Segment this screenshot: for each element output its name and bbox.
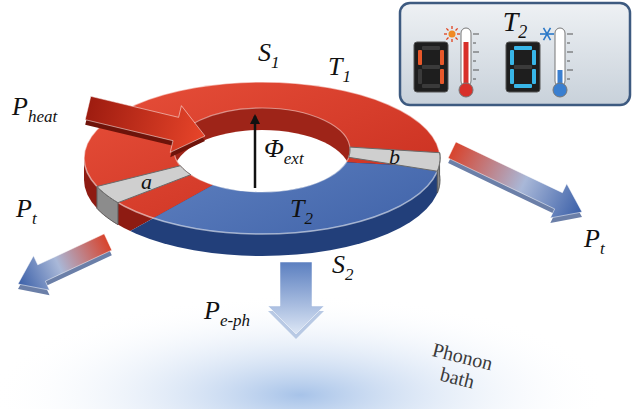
sun-ray [457,33,460,34]
thermometer-tick [567,43,570,44]
symbol-text: Φ [264,134,284,163]
symbol-text: b [389,144,400,169]
subscript: e-ph [220,311,250,330]
superconductor-label: S1 [258,40,280,71]
junction-a-top [97,166,191,203]
subscript: 2 [304,209,313,228]
symbol-text: S [258,38,271,67]
display-segment [422,46,440,50]
symbol-text: T [503,6,519,37]
symbol-text: T [328,52,342,81]
display-segment [514,65,532,69]
temperature-label: T2 [290,196,313,227]
thermometer-tick [473,34,479,35]
sun-ray [446,38,448,40]
display-segment [440,69,444,84]
display-segment [418,69,422,84]
flux-label: Φext [264,136,304,167]
thermometer-tube [461,28,471,86]
display-segment [422,84,440,88]
subscript: heat [28,107,57,126]
sun-ray [451,39,452,42]
symbol-text: T [290,194,304,223]
thermometer-tick [473,61,476,62]
inset-panel [400,3,630,105]
sun-ray [444,33,447,34]
display-segment [422,65,440,69]
display-segment [510,69,514,84]
sun-ray [446,28,448,30]
symbol-text: P [204,296,220,325]
subscript: 1 [271,53,280,72]
symbol-text: P [16,194,32,223]
sun-ray [456,28,458,30]
ring-edge [174,108,350,192]
temperature-label: T1 [328,54,351,85]
phonon-arrow [268,262,324,334]
symbol-text: P [12,92,28,121]
thermometer-level [464,42,469,86]
subscript: t [600,239,605,258]
ring-top [84,82,440,234]
display-body [506,42,540,92]
sun-ray [456,38,458,40]
snowflake-icon [544,28,551,40]
superconductor-s1 [84,82,440,256]
sun-icon [449,31,456,38]
heat-power-label: Pheat [12,94,57,125]
display-segment [532,69,536,84]
thermometer-tick [567,61,570,62]
subscript: 1 [342,67,351,86]
symbol-text: S [332,250,345,279]
subscript: 2 [345,265,354,284]
thermometer-tick [567,52,573,53]
display-body [414,42,448,92]
display-segment [532,50,536,65]
heat-arrow [85,96,205,152]
sun-ray [451,26,452,29]
subscript: ext [284,149,304,168]
thermometer-tick [473,43,476,44]
junction-label: a [141,171,152,193]
thermometer-bulb [553,83,567,97]
thermometer-tick [473,52,479,53]
tunnel-power-label: Pt [584,226,605,257]
symbol-text: a [141,169,152,194]
thermometer-bulb [459,83,473,97]
ring-edge [84,82,440,234]
tunnel-power-label: Pt [16,196,37,227]
thermometer-tick [567,70,573,71]
superconductor-s2 [84,82,440,256]
symbol-text: P [584,224,600,253]
thermometer-tick [567,79,570,80]
display-segment [418,50,422,65]
junction-label: b [389,146,400,168]
thermometer-tick [473,79,476,80]
tunnel-arrow-right [448,142,582,218]
display-segment [514,84,532,88]
display-segment [440,50,444,65]
tunnel-arrow-left [18,234,112,290]
snowflake-icon [544,28,551,40]
thermometer-tick [567,34,573,35]
display-segment [514,46,532,50]
phonon-power-label: Pe-ph [204,298,250,329]
inset-panel-title: T2 [400,3,630,46]
thermometer-tube [555,28,565,86]
flux-arrow [254,116,257,188]
subscript: 2 [518,22,527,42]
thermometer-tick [473,70,479,71]
ring-top [84,82,440,234]
superconductor-label: S2 [332,252,354,283]
display-segment [510,50,514,65]
subscript: t [32,209,37,228]
